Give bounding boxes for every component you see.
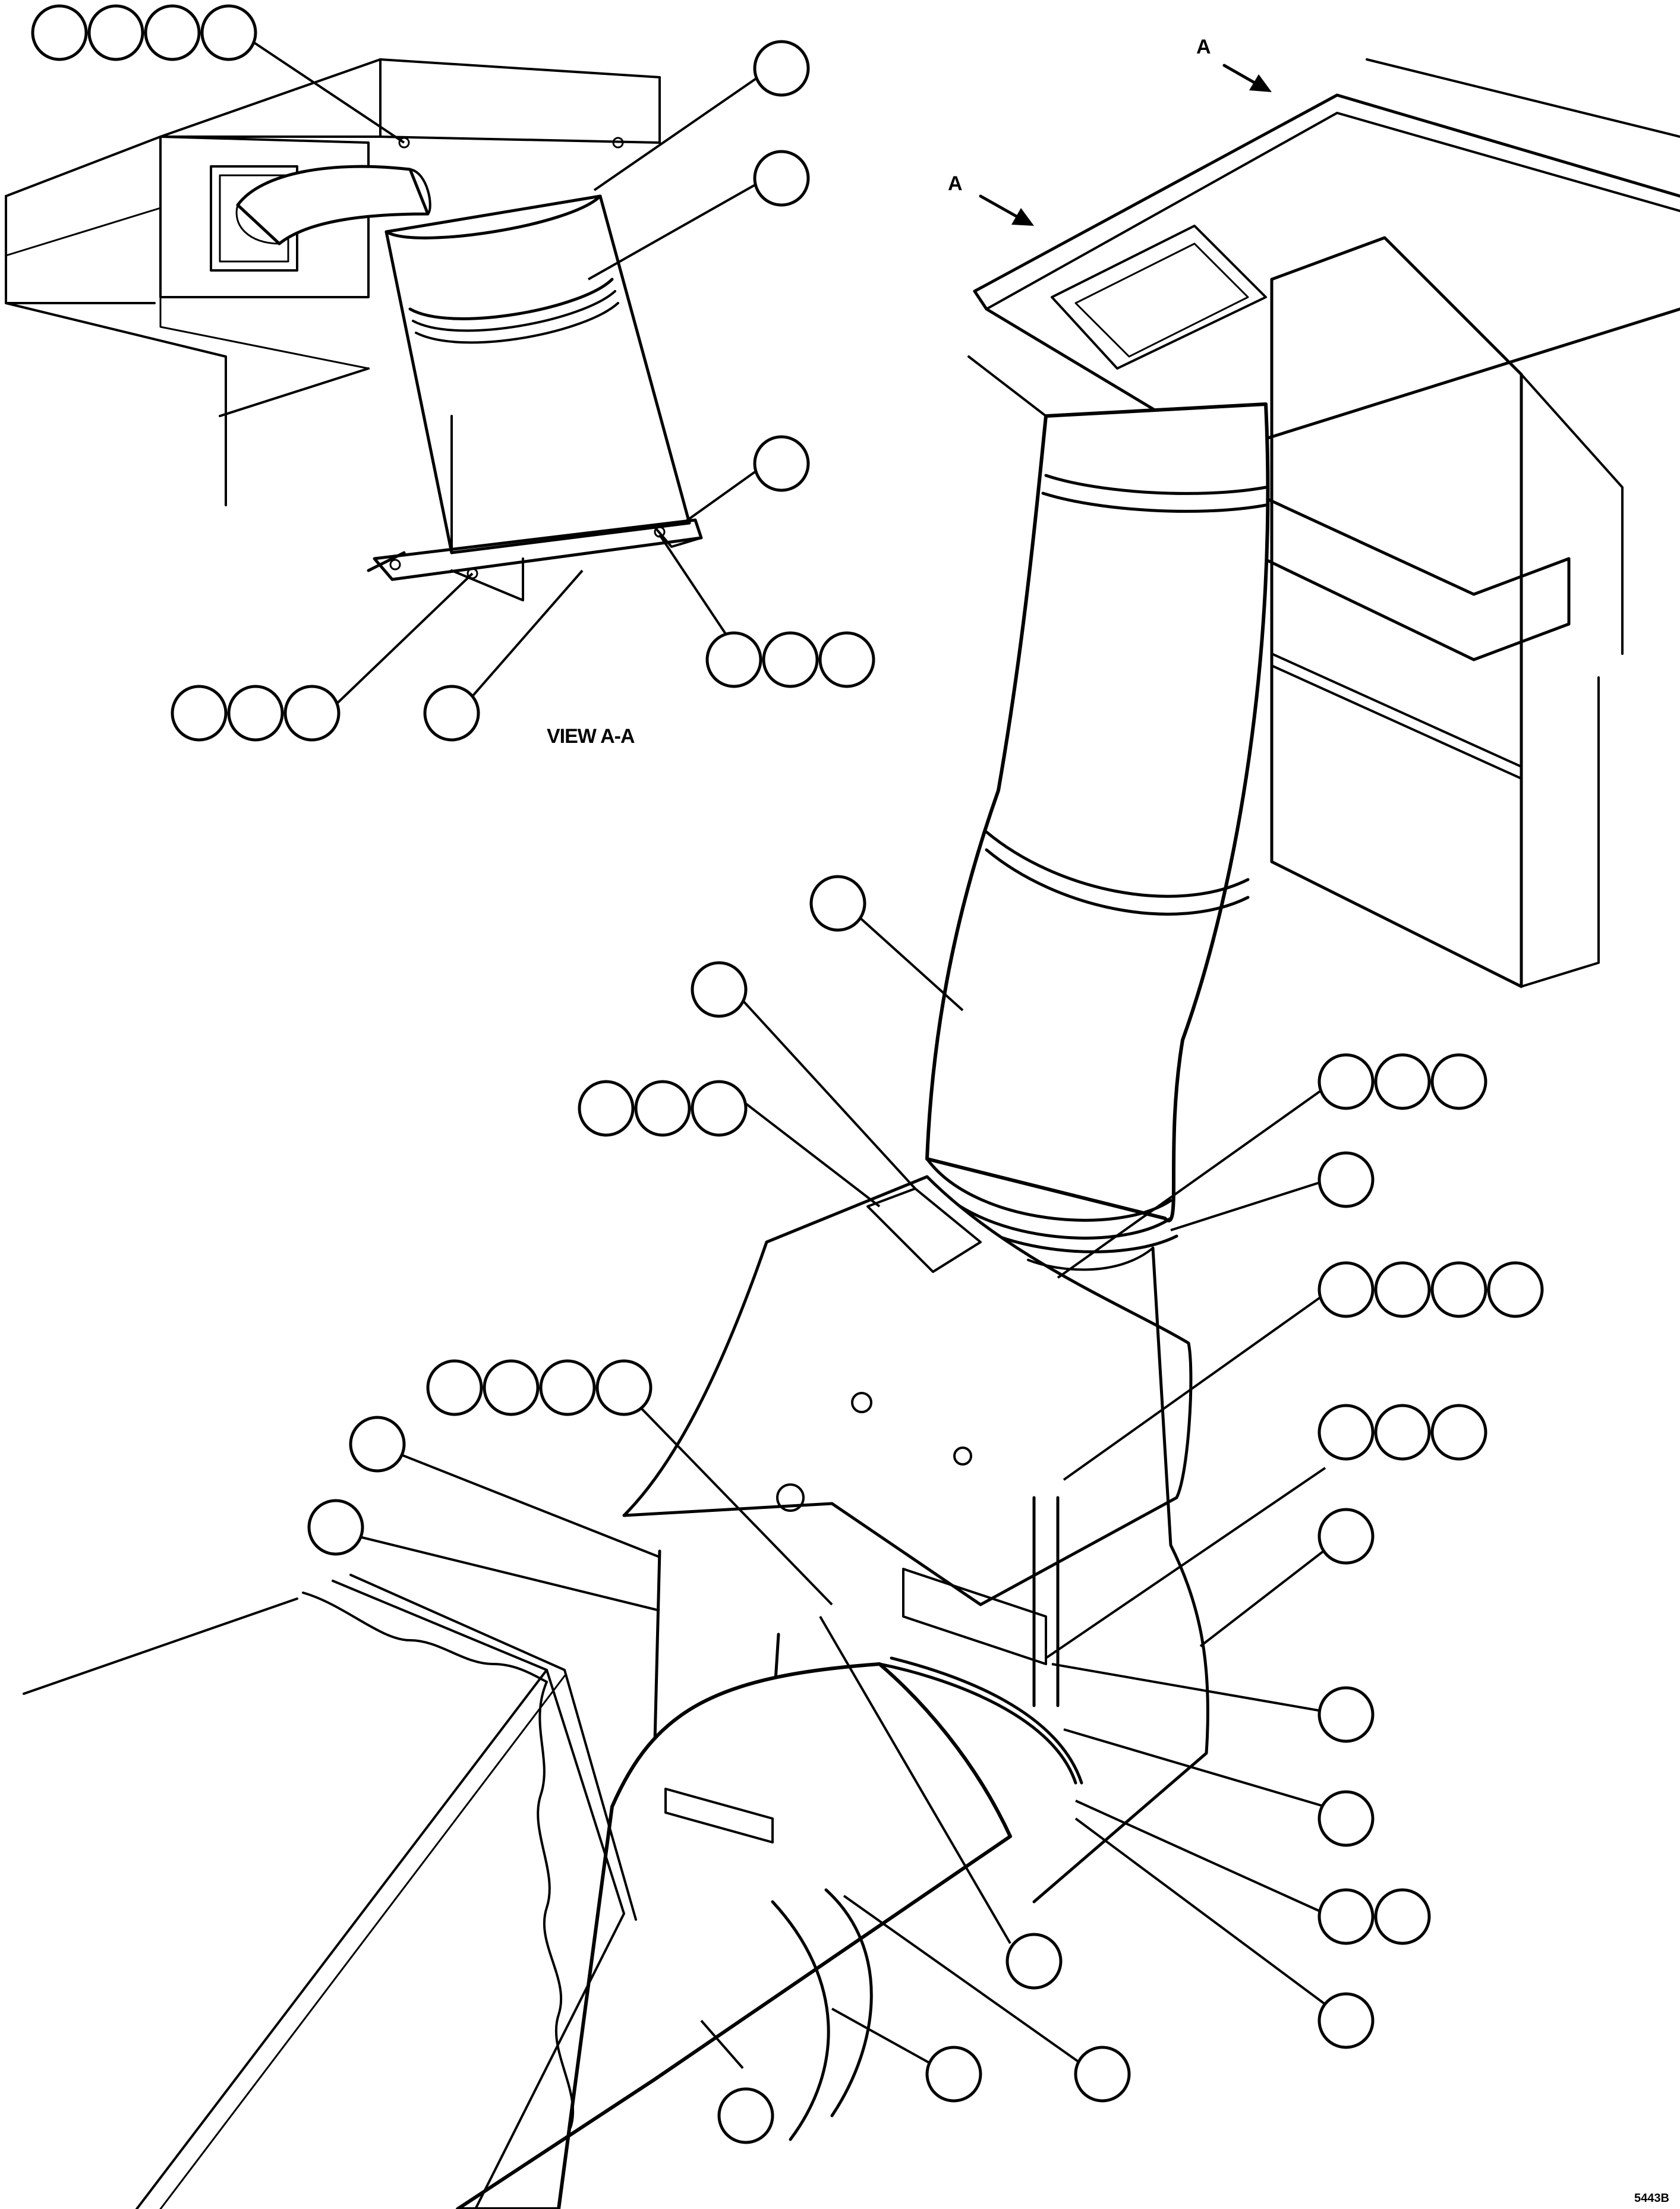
callout-bubble bbox=[1374, 1261, 1431, 1318]
callout-bubble bbox=[753, 40, 810, 97]
callout-bubble bbox=[227, 685, 284, 742]
view-label: VIEW A-A bbox=[547, 725, 635, 748]
callout-group-right-clamp-lower-single bbox=[1317, 1790, 1375, 1847]
callout-bubble bbox=[809, 875, 866, 932]
callout-bubble bbox=[753, 435, 810, 492]
callout-bubble bbox=[349, 1416, 406, 1473]
callout-group-viewaa-bottom-single bbox=[423, 685, 480, 742]
section-arrow-top: A bbox=[1196, 36, 1272, 92]
callout-group-viewaa-right-three bbox=[705, 631, 875, 688]
callout-group-lower-mid-single bbox=[1006, 1933, 1063, 1990]
callout-bubble bbox=[283, 685, 341, 742]
callout-bubble bbox=[307, 1499, 364, 1556]
callout-group-elbow-single bbox=[809, 875, 866, 932]
callout-bubble bbox=[691, 961, 748, 1018]
callout-group-viewaa-bracket-single bbox=[753, 435, 810, 492]
callout-group-rod-single-lower bbox=[307, 1499, 364, 1556]
callout-group-rod-single-upper bbox=[349, 1416, 406, 1473]
callout-bubble bbox=[1317, 1261, 1375, 1318]
section-arrow-top-letter: A bbox=[1196, 36, 1211, 58]
callout-group-viewaa-upper-right-single bbox=[753, 40, 810, 97]
callout-bubble bbox=[634, 1080, 691, 1137]
callout-bubble bbox=[595, 1359, 653, 1416]
callout-leaders bbox=[242, 34, 1332, 2069]
callout-bubble bbox=[1317, 1151, 1375, 1208]
callout-bubble bbox=[691, 1080, 748, 1137]
callout-bubble bbox=[1317, 1686, 1375, 1743]
callout-group-viewaa-clamp-single bbox=[753, 150, 810, 207]
callout-bubble bbox=[200, 4, 257, 61]
callout-group-right-two bbox=[1317, 1888, 1431, 1945]
callout-group-right-clamp-single bbox=[1317, 1151, 1375, 1208]
callout-bubble bbox=[1317, 1992, 1375, 2049]
callout-group-top-left-four bbox=[31, 4, 257, 61]
callout-bubble bbox=[87, 4, 144, 61]
callout-bubble bbox=[1317, 1053, 1375, 1110]
callout-group-right-pipe-single bbox=[1317, 1508, 1375, 1565]
callout-bubble bbox=[753, 150, 810, 207]
callout-group-bottom-right-single bbox=[1074, 2046, 1131, 2103]
callout-bubble bbox=[1487, 1261, 1544, 1318]
callout-bubble bbox=[1374, 1053, 1431, 1110]
callout-bubble bbox=[426, 1359, 483, 1416]
callout-bubble bbox=[1430, 1261, 1487, 1318]
callout-group-viewaa-left-three bbox=[171, 685, 341, 742]
drawing-number: 5443B bbox=[1634, 2192, 1669, 2205]
callout-group-bottom-left-single bbox=[717, 2087, 774, 2144]
callout-bubble bbox=[1317, 1888, 1375, 1945]
callout-bubble bbox=[1317, 1790, 1375, 1847]
callout-bubble bbox=[1317, 1404, 1375, 1461]
callout-bubble bbox=[539, 1359, 596, 1416]
callout-bubble bbox=[483, 1359, 540, 1416]
callout-group-right-four bbox=[1317, 1261, 1544, 1318]
section-arrow-left-letter: A bbox=[948, 172, 963, 195]
callout-bubble bbox=[144, 4, 201, 61]
callout-bubble bbox=[1374, 1888, 1431, 1945]
callout-bubble bbox=[705, 631, 762, 688]
callout-bubble bbox=[1006, 1933, 1063, 1990]
callout-bubble bbox=[423, 685, 480, 742]
callout-group-right-mid-three bbox=[1317, 1404, 1487, 1461]
callout-group-right-upper-three bbox=[1317, 1053, 1487, 1110]
callout-group-left-four bbox=[426, 1359, 653, 1416]
callout-group-right-bottom-single bbox=[1317, 1992, 1375, 2049]
callout-bubble bbox=[717, 2087, 774, 2144]
callout-bubble bbox=[171, 685, 228, 742]
callout-bubble bbox=[1430, 1053, 1487, 1110]
callout-bubble bbox=[578, 1080, 635, 1137]
callout-bubble bbox=[1374, 1404, 1431, 1461]
section-arrow-left: A bbox=[948, 172, 1034, 226]
callout-bubble bbox=[818, 631, 875, 688]
main-assembly-drawing bbox=[23, 58, 1680, 2209]
callout-bubble bbox=[1317, 1508, 1375, 1565]
callout-bubble bbox=[925, 2046, 982, 2103]
callout-bubble bbox=[31, 4, 88, 61]
callout-group-bracket-three bbox=[578, 1080, 748, 1137]
callout-bubble bbox=[1430, 1404, 1487, 1461]
callout-group-right-band-single bbox=[1317, 1686, 1375, 1743]
view-aa-drawing bbox=[5, 58, 703, 601]
callout-bubble bbox=[762, 631, 819, 688]
callout-group-bottom-center-single bbox=[925, 2046, 982, 2103]
callout-bubble bbox=[1074, 2046, 1131, 2103]
callout-group-bracket-single bbox=[691, 961, 748, 1018]
